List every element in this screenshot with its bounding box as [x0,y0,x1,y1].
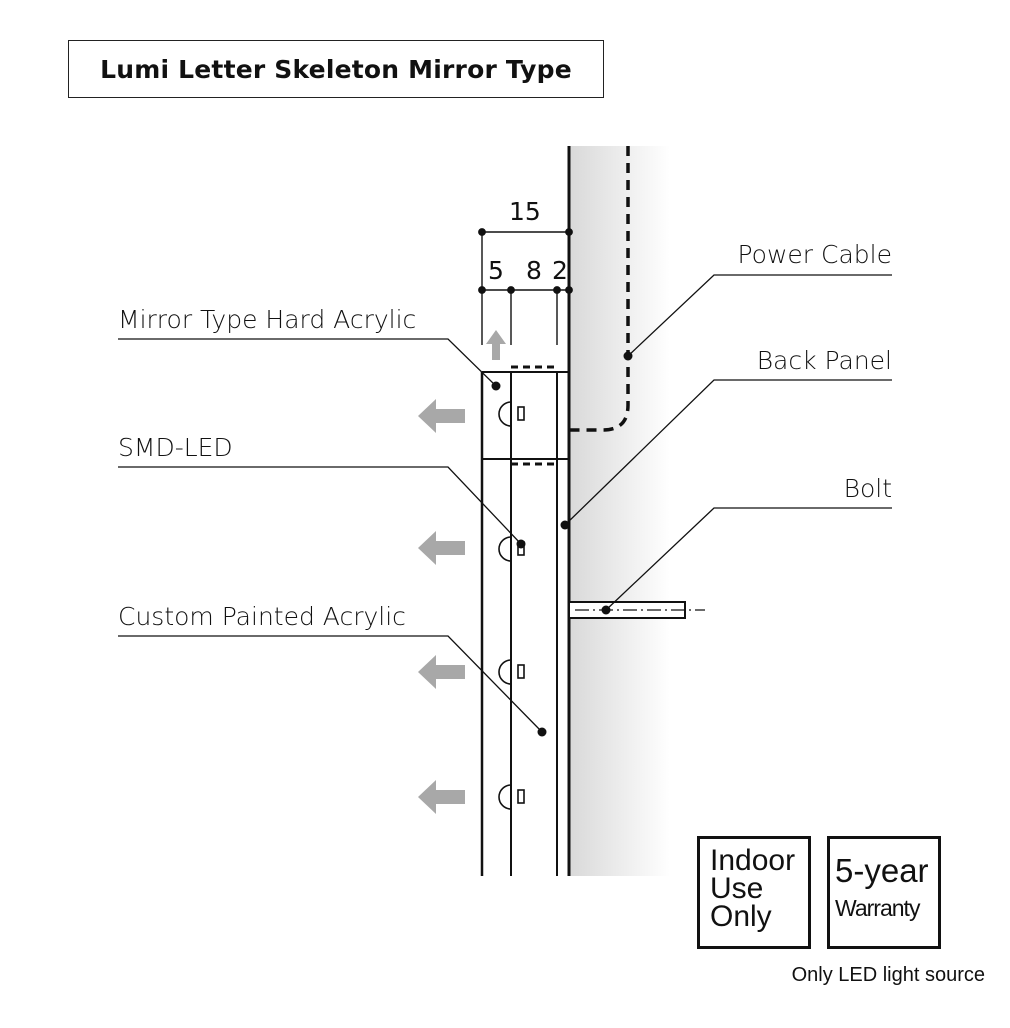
label-back-panel: Back Panel [756,346,892,375]
label-bolt: Bolt [843,474,892,503]
light-arrows-left [418,399,465,814]
badge-indoor-line3: Only [710,900,772,933]
label-custom-acrylic: Custom Painted Acrylic [118,602,406,631]
title: Lumi Letter Skeleton Mirror Type [68,40,604,98]
leader-lines [118,274,892,733]
led-note: Only LED light source [791,964,985,986]
label-power-cable: Power Cable [737,240,892,269]
dimension-total: 15 [509,197,541,226]
wall-shading [570,146,670,876]
dimension-2: 2 [552,256,568,285]
dimension-5: 5 [488,256,504,285]
label-mirror-acrylic: Mirror Type Hard Acrylic [118,305,417,334]
power-cable-path [569,146,630,432]
badge-warranty-line1: 5-year [835,852,929,889]
warranty-badge: 5-year Warranty [827,836,941,949]
badge-indoor-line1: Indoor [710,844,796,877]
dimension-8: 8 [526,256,542,285]
light-arrow-up [486,330,506,360]
badge-warranty-line2: Warranty [835,895,920,921]
indoor-use-only-badge: Indoor Use Only [697,836,811,949]
dimension-lines [478,228,573,345]
leader-dots [491,351,633,737]
badge-indoor-line2: Use [710,872,764,905]
label-smd-led: SMD-LED [118,433,233,462]
